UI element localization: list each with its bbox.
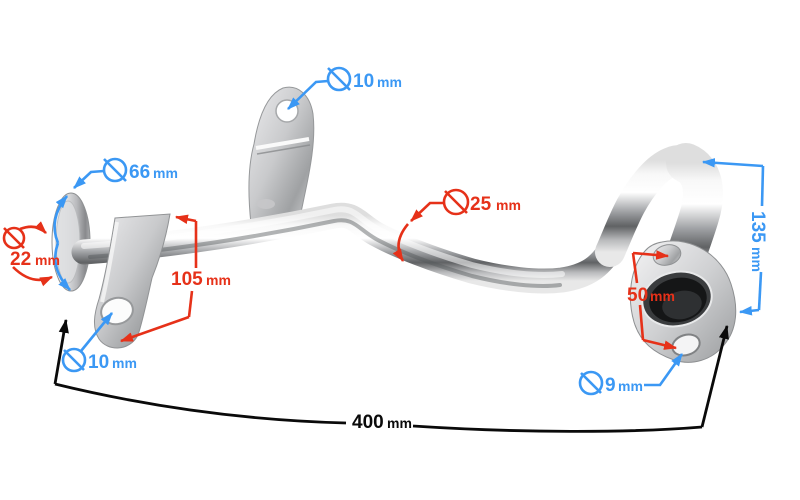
upper-bracket <box>248 86 315 227</box>
dim-unit: mm <box>35 252 60 268</box>
dim-outlet-height: 135 mm <box>701 158 768 316</box>
leader-line <box>644 353 684 387</box>
left-arrow <box>53 318 69 385</box>
dim-unit: mm <box>377 74 402 90</box>
diameter-symbol-slash <box>444 190 468 214</box>
exhaust-pipe-photo <box>51 86 737 363</box>
leader-line <box>79 312 114 352</box>
dim-overall-length: 400 mm <box>53 318 729 433</box>
dim-unit: mm <box>153 165 178 181</box>
vertical-line-upper <box>631 252 639 284</box>
upper-bracket-strap <box>248 86 315 227</box>
leader-line <box>287 79 329 110</box>
vertical-line-lower <box>757 271 763 311</box>
diameter-symbol <box>2 226 26 250</box>
dim-value: 9 <box>605 375 616 396</box>
right-arrow <box>700 324 729 428</box>
diameter-symbol-slash <box>580 372 602 394</box>
diameter-symbol <box>326 66 352 92</box>
dim-unit: mm <box>387 415 412 431</box>
dim-hole-spacing: 50 mm <box>627 250 678 350</box>
dim-value: 66 <box>129 162 150 183</box>
outlet-opening-inner-reflection <box>662 290 702 320</box>
leader-line <box>410 201 443 222</box>
bottom-arrow <box>642 338 678 350</box>
dim-value: 10 <box>88 352 109 373</box>
weld-nub <box>257 199 275 209</box>
diameter-symbol-slash <box>327 67 351 91</box>
dim-unit: mm <box>618 378 643 394</box>
diameter-symbol <box>102 157 128 183</box>
dim-value: 10 <box>353 71 374 92</box>
extent-arc <box>392 223 410 262</box>
dim-outlet-hole: 9 mm <box>578 353 684 396</box>
bottom-line-left <box>54 382 347 425</box>
leader-line <box>73 169 105 189</box>
dim-unit: mm <box>496 197 521 213</box>
vertical-line-lower <box>638 304 645 341</box>
diameter-symbol-slash <box>3 227 25 249</box>
vertical-line-lower <box>187 290 194 318</box>
pipe-body <box>71 143 723 300</box>
inlet-flange-face <box>55 200 81 284</box>
dim-flange-diameter: 66 mm <box>53 157 178 291</box>
upper-bracket-bend-shadow <box>256 144 311 155</box>
pipe-shadow-line <box>88 218 562 288</box>
diameter-symbol <box>442 188 470 216</box>
dim-tab-hole: 10 mm <box>61 312 137 373</box>
extent-arc-top <box>53 195 69 244</box>
dim-value: 400 <box>352 412 384 433</box>
top-arrow <box>632 250 670 260</box>
dim-unit: mm <box>650 288 675 304</box>
dim-value: 25 <box>470 194 492 215</box>
dim-unit: mm <box>206 272 231 288</box>
upper-bracket-bend-highlight <box>255 137 310 150</box>
vertical-line-upper <box>760 165 765 207</box>
dim-unit: mm <box>749 247 765 272</box>
dim-top-bracket-hole: 10 mm <box>287 66 402 110</box>
bottom-line-right <box>412 424 703 433</box>
clamp-strap-highlight <box>100 221 119 303</box>
extent-arc-bottom <box>54 242 71 291</box>
dim-value: 105 <box>171 269 203 290</box>
dim-bracket-height: 105 mm <box>119 214 231 343</box>
pipe-segment-main <box>71 202 623 294</box>
dim-pipe-diameter: 25 mm <box>392 188 521 262</box>
top-arrow <box>701 158 764 168</box>
dim-value: 22 <box>10 249 31 270</box>
top-arrow <box>174 214 197 225</box>
diameter-symbol-slash <box>63 349 85 371</box>
pipe-highlight <box>81 206 565 278</box>
bottom-arrow <box>738 306 760 316</box>
diameter-symbol <box>578 370 604 396</box>
dim-unit: mm <box>112 355 137 371</box>
dim-value: 135 <box>747 211 768 243</box>
diameter-symbol-slash <box>103 158 127 182</box>
bottom-arrow <box>119 315 190 343</box>
dim-inlet-diameter: 22 mm <box>2 221 60 287</box>
dim-value: 50 <box>627 285 648 306</box>
curved-arrow-bottom <box>12 266 53 287</box>
curved-arrow-top <box>19 221 47 234</box>
diameter-symbol <box>61 347 87 373</box>
